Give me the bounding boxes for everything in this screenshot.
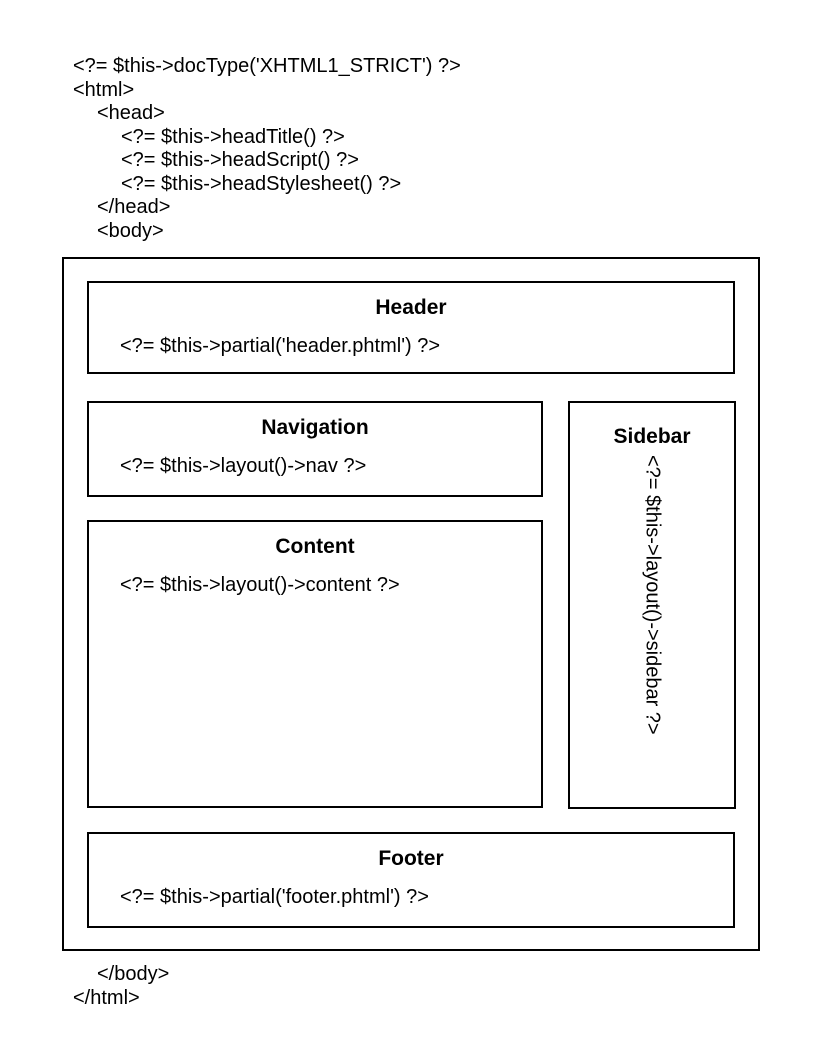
code-line-html-close: </html> xyxy=(73,986,140,1009)
footer-region-code: <?= $this->partial('footer.phtml') ?> xyxy=(120,886,429,908)
bottom-code-block: </body> </html> xyxy=(73,963,169,1010)
navigation-region-box: Navigation <?= $this->layout()->nav ?> xyxy=(87,401,543,497)
code-line-head-stylesheet: <?= $this->headStylesheet() ?> xyxy=(121,172,402,195)
code-line-head-script: <?= $this->headScript() ?> xyxy=(121,149,359,171)
header-region-title: Header xyxy=(375,296,447,319)
header-region-box: Header <?= $this->partial('header.phtml'… xyxy=(87,281,735,374)
code-line-head-close: </head> xyxy=(97,196,171,218)
sidebar-region-code: <?= $this->layout()->sidebar ?> xyxy=(641,455,664,735)
content-region-title: Content xyxy=(275,535,355,558)
navigation-region-code: <?= $this->layout()->nav ?> xyxy=(120,455,367,477)
sidebar-code-wrap: <?= $this->layout()->sidebar ?> xyxy=(570,455,734,801)
navigation-region-title: Navigation xyxy=(261,416,369,439)
code-line-body-open: <body> xyxy=(97,219,164,242)
footer-region-title: Footer xyxy=(378,847,444,870)
footer-region-box: Footer <?= $this->partial('footer.phtml'… xyxy=(87,832,735,928)
code-line-body-close: </body> xyxy=(97,963,170,985)
code-line-head-open: <head> xyxy=(97,102,165,124)
layout-body-box: Header <?= $this->partial('header.phtml'… xyxy=(62,257,760,951)
content-region-code: <?= $this->layout()->content ?> xyxy=(120,574,400,596)
header-region-code: <?= $this->partial('header.phtml') ?> xyxy=(120,335,441,357)
top-code-block: <?= $this->docType('XHTML1_STRICT') ?> <… xyxy=(73,55,461,243)
code-line-doctype: <?= $this->docType('XHTML1_STRICT') ?> xyxy=(73,55,461,77)
sidebar-region-title: Sidebar xyxy=(613,425,691,448)
code-line-head-title: <?= $this->headTitle() ?> xyxy=(121,125,345,148)
code-line-html-open: <html> xyxy=(73,78,135,101)
content-region-box: Content <?= $this->layout()->content ?> xyxy=(87,520,543,808)
sidebar-region-box: Sidebar <?= $this->layout()->sidebar ?> xyxy=(568,401,736,809)
